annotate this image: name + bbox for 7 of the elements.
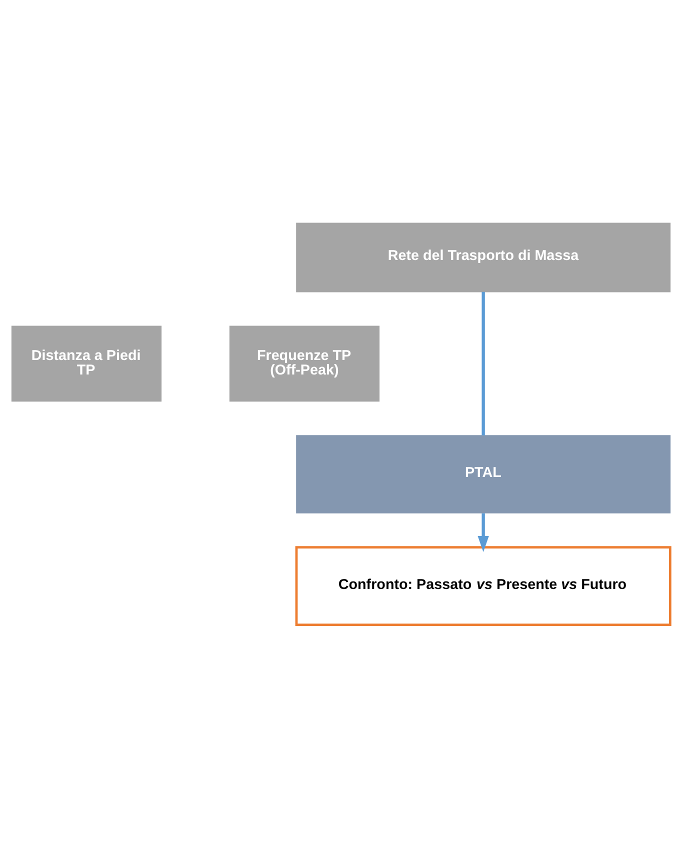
node-box: Rete del Trasporto di Massa (296, 222, 671, 292)
node-box: Frequenze TP (Off-Peak) (229, 325, 380, 402)
node-box: Distanza a Piedi TP (11, 325, 162, 402)
node-box: Confronto: Passato vs Presente vs Futuro (295, 546, 672, 626)
connector (482, 291, 485, 435)
node-box: PTAL (296, 434, 671, 513)
arrow (478, 512, 489, 552)
